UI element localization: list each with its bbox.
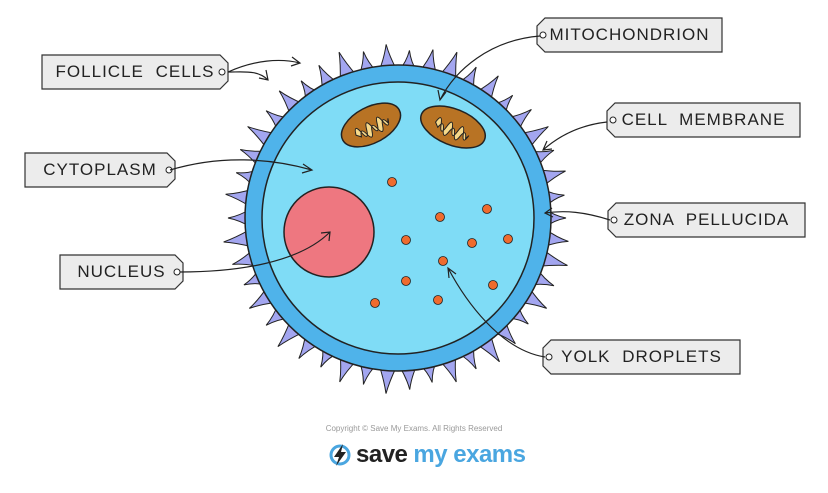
yolk-droplet	[401, 276, 411, 286]
yolk-droplet	[467, 238, 477, 248]
label-tag	[41, 54, 229, 90]
yolk-droplet	[482, 204, 492, 214]
yolk-droplet	[387, 177, 397, 187]
mitochondrion	[420, 105, 486, 149]
yolk-droplets	[370, 177, 513, 308]
yolk-droplet	[438, 256, 448, 266]
label-nucleus: NUCLEUS	[77, 262, 166, 281]
label-tag	[542, 339, 741, 375]
label-follicle-cells: FOLLICLE CELLS	[55, 62, 215, 81]
yolk-droplet	[433, 295, 443, 305]
mitochondrion	[340, 102, 402, 148]
label-mitochondrion: MITOCHONDRION	[549, 25, 710, 44]
cytoplasm	[261, 81, 535, 355]
pointer-arrows	[169, 35, 611, 358]
save-my-exams-logo: save my exams	[328, 441, 526, 469]
yolk-droplet	[503, 234, 513, 244]
tag-hole	[609, 116, 617, 124]
yolk-droplet	[370, 298, 380, 308]
label-zona-pellucida: ZONA PELLUCIDA	[623, 210, 790, 229]
copyright-text: Copyright © Save My Exams. All Rights Re…	[325, 424, 503, 433]
label-cell-membrane: CELL MEMBRANE	[621, 110, 786, 129]
yolk-droplet	[401, 235, 411, 245]
logo-text-my-exams: my exams	[413, 441, 526, 468]
follicle-cell	[378, 364, 398, 394]
tag-hole	[610, 216, 618, 224]
label-yolk-droplets: YOLK DROPLETS	[561, 347, 722, 366]
label-tag	[59, 254, 184, 290]
label-tag	[24, 152, 176, 188]
label-tag	[607, 202, 806, 238]
tag-hole	[218, 68, 226, 76]
label-tag	[536, 17, 723, 53]
yolk-droplet	[435, 212, 445, 222]
yolk-droplet	[488, 280, 498, 290]
lightning-bolt-icon	[329, 444, 351, 466]
label-cytoplasm: CYTOPLASM	[43, 160, 157, 179]
label-tag	[606, 102, 801, 138]
tag-hole	[545, 353, 553, 361]
logo-text-save: save	[356, 441, 408, 468]
tag-hole	[539, 31, 547, 39]
